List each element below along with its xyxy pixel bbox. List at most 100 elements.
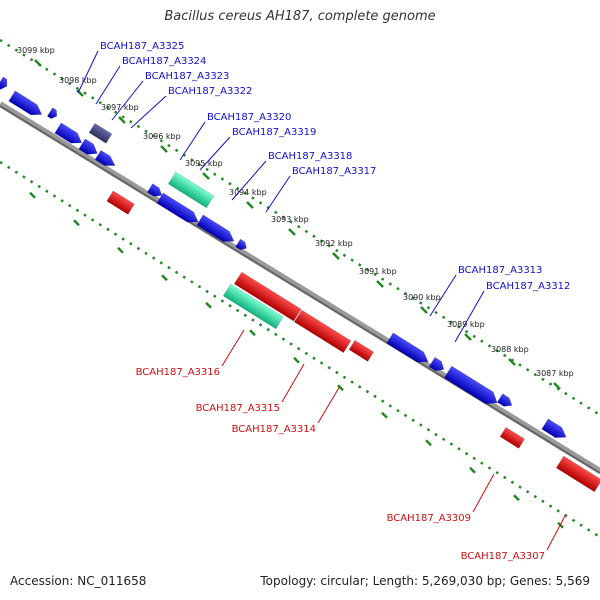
- upper-tick-rail: [0, 38, 600, 417]
- reverse-gene-label[interactable]: BCAH187_A3307: [461, 551, 545, 562]
- kbp-tick-mark: [246, 201, 254, 209]
- reverse-gene-arrow[interactable]: [233, 271, 302, 322]
- genome-stats-text: Topology: circular; Length: 5,269,030 bp…: [260, 574, 590, 588]
- reverse-gene-arrow[interactable]: [499, 426, 525, 449]
- kbp-tick-label: 3099 kbp: [17, 46, 55, 55]
- kbp-tick-mark: [34, 59, 42, 67]
- rna-gene-block[interactable]: [222, 283, 284, 330]
- kbp-tick-mark: [118, 116, 126, 124]
- kbp-tick-mark: [202, 172, 210, 180]
- forward-gene-arrow[interactable]: [428, 356, 447, 374]
- reverse-gene-arrow[interactable]: [348, 339, 374, 362]
- reverse-label-leader: [281, 363, 305, 403]
- reverse-ring-tick-mark: [337, 384, 344, 392]
- kbp-tick-label: 3094 kbp: [229, 188, 267, 197]
- forward-gene-arrow[interactable]: [47, 107, 59, 121]
- reverse-gene-arrow[interactable]: [293, 309, 352, 354]
- kbp-tick-mark: [420, 306, 428, 314]
- forward-gene-arrow[interactable]: [443, 365, 501, 409]
- reverse-gene-arrow[interactable]: [106, 190, 135, 215]
- forward-label-leader: [179, 121, 206, 161]
- kbp-tick-mark: [553, 382, 561, 390]
- genome-backbone: [0, 101, 600, 474]
- forward-gene-arrow[interactable]: [386, 332, 432, 367]
- kbp-tick-label: 3089 kbp: [447, 320, 485, 329]
- kbp-tick-mark: [332, 252, 340, 260]
- forward-gene-arrow[interactable]: [78, 138, 101, 159]
- forward-gene-arrow[interactable]: [94, 149, 118, 170]
- reverse-gene-label[interactable]: BCAH187_A3314: [232, 424, 316, 435]
- reverse-ring-tick-mark: [205, 301, 212, 309]
- reverse-gene-label[interactable]: BCAH187_A3309: [387, 513, 471, 524]
- reverse-label-leader: [221, 329, 245, 367]
- forward-gene-arrow[interactable]: [497, 393, 514, 410]
- kbp-tick-mark: [376, 280, 384, 288]
- forward-label-leader: [265, 175, 291, 213]
- forward-gene-arrow[interactable]: [0, 76, 10, 91]
- kbp-tick-mark: [160, 145, 168, 153]
- forward-gene-label[interactable]: BCAH187_A3313: [458, 265, 542, 276]
- forward-gene-arrow[interactable]: [8, 90, 45, 120]
- rna-gene-block[interactable]: [167, 171, 215, 209]
- kbp-tick-label: 3093 kbp: [271, 215, 309, 224]
- reverse-label-leader: [546, 513, 567, 551]
- forward-label-leader: [429, 274, 457, 317]
- lower-tick-rail: [0, 160, 600, 539]
- reverse-gene-label[interactable]: BCAH187_A3316: [136, 367, 220, 378]
- forward-label-leader: [111, 80, 144, 121]
- forward-gene-arrow[interactable]: [541, 418, 570, 442]
- forward-label-leader: [199, 136, 231, 171]
- kbp-tick-label: 3091 kbp: [359, 267, 397, 276]
- forward-gene-arrow[interactable]: [147, 183, 164, 200]
- reverse-ring-tick-mark: [381, 411, 388, 419]
- kbp-tick-mark: [288, 228, 296, 236]
- forward-gene-arrow[interactable]: [196, 214, 237, 246]
- forward-gene-label[interactable]: BCAH187_A3317: [292, 166, 376, 177]
- kbp-tick-label: 3097 kbp: [101, 103, 139, 112]
- kbp-tick-mark: [508, 358, 516, 366]
- forward-gene-label[interactable]: BCAH187_A3325: [100, 41, 184, 52]
- genome-title: Bacillus cereus AH187, complete genome: [164, 9, 436, 24]
- genome-backbone-shadow: [0, 105, 600, 474]
- kbp-tick-mark: [76, 89, 84, 97]
- reverse-gene-arrow[interactable]: [555, 455, 600, 493]
- kbp-tick-label: 3090 kbp: [403, 293, 441, 302]
- reverse-ring-tick-mark: [293, 356, 300, 364]
- accession-text: Accession: NC_011658: [10, 574, 147, 588]
- reverse-ring-tick-mark: [513, 494, 520, 502]
- forward-label-leader: [77, 50, 99, 94]
- kbp-tick-mark: [464, 333, 472, 341]
- reverse-ring-tick-mark: [469, 466, 476, 474]
- forward-gene-label[interactable]: BCAH187_A3324: [122, 56, 206, 67]
- reverse-ring-tick-mark: [73, 219, 80, 227]
- forward-gene-label[interactable]: BCAH187_A3323: [145, 71, 229, 82]
- forward-gene-arrow[interactable]: [235, 238, 249, 252]
- kbp-tick-label: 3095 kbp: [185, 159, 223, 168]
- kbp-tick-label: 3098 kbp: [59, 76, 97, 85]
- reverse-label-leader: [317, 385, 341, 424]
- kbp-tick-label: 3087 kbp: [536, 369, 574, 378]
- forward-gene-arrow[interactable]: [54, 122, 85, 148]
- kbp-tick-label: 3096 kbp: [143, 132, 181, 141]
- forward-gene-label[interactable]: BCAH187_A3322: [168, 86, 252, 97]
- reverse-ring-tick-mark: [425, 439, 432, 447]
- forward-gene-arrow[interactable]: [156, 192, 202, 227]
- kbp-tick-label: 3088 kbp: [491, 345, 529, 354]
- forward-gene-label[interactable]: BCAH187_A3319: [232, 127, 316, 138]
- forward-label-leader: [454, 290, 485, 343]
- forward-label-leader: [130, 95, 167, 129]
- reverse-gene-label[interactable]: BCAH187_A3315: [196, 403, 280, 414]
- forward-gene-label[interactable]: BCAH187_A3320: [207, 112, 291, 123]
- pseudogene-block[interactable]: [88, 122, 113, 144]
- forward-gene-label[interactable]: BCAH187_A3312: [486, 281, 570, 292]
- kbp-tick-label: 3092 kbp: [315, 239, 353, 248]
- forward-label-leader: [231, 160, 267, 201]
- reverse-ring-tick-mark: [249, 329, 256, 337]
- reverse-ring-tick-mark: [117, 246, 124, 254]
- reverse-ring-tick-mark: [29, 191, 36, 199]
- reverse-label-leader: [472, 473, 495, 513]
- reverse-ring-tick-mark: [161, 274, 168, 282]
- forward-gene-label[interactable]: BCAH187_A3318: [268, 151, 352, 162]
